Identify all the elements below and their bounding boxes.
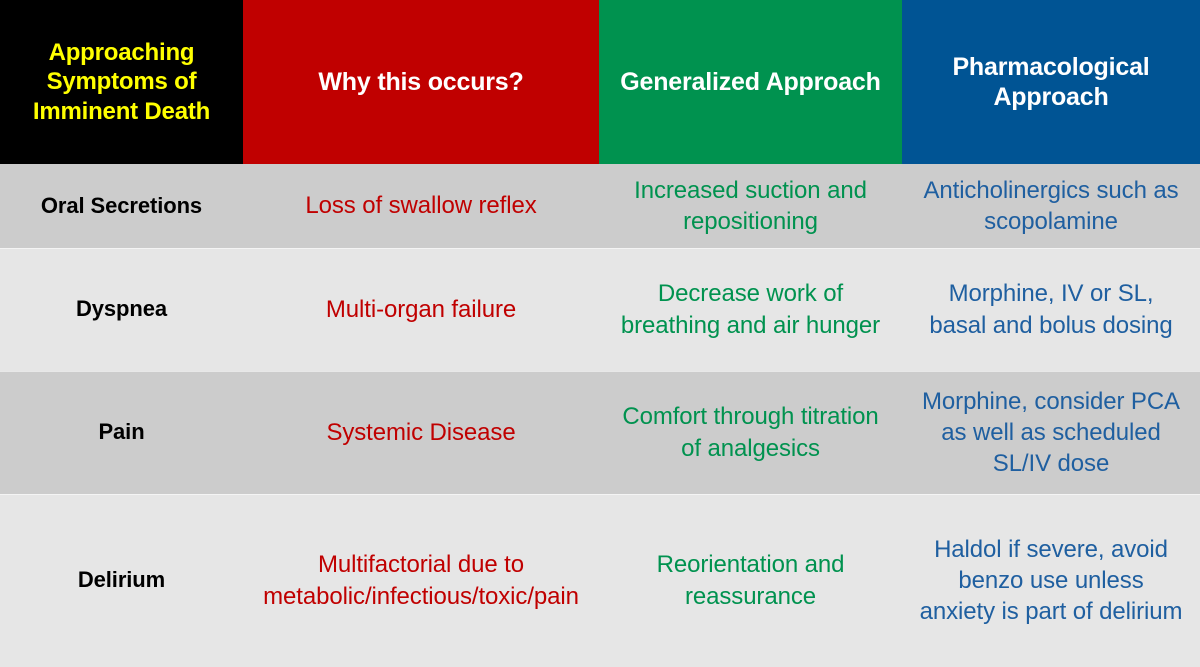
table-row: Oral Secretions Loss of swallow reflex I… — [0, 164, 1200, 248]
cell-generalized-approach: Reorientation and reassurance — [599, 494, 902, 667]
column-header-pharmacological-approach: Pharmacological Approach — [902, 0, 1200, 164]
cell-generalized-approach: Comfort through titration of analgesics — [599, 371, 902, 494]
table-body: Oral Secretions Loss of swallow reflex I… — [0, 164, 1200, 667]
cell-pharmacological-approach: Morphine, IV or SL, basal and bolus dosi… — [902, 248, 1200, 371]
cell-symptom: Dyspnea — [0, 248, 243, 371]
cell-symptom: Delirium — [0, 494, 243, 667]
cell-why: Loss of swallow reflex — [305, 192, 537, 220]
cell-symptom: Pain — [0, 371, 243, 494]
cell-symptom: Oral Secretions — [40, 192, 203, 218]
cell-why: Systemic Disease — [243, 371, 599, 494]
cell-pharmacological-approach: Anticholinergics such as scopolamine — [923, 176, 1179, 235]
table-header: Approaching Symptoms of Imminent Death W… — [0, 0, 1200, 164]
cell-why: Multifactorial due to metabolic/infectio… — [243, 494, 599, 667]
table-row: Delirium Multifactorial due to metabolic… — [0, 494, 1200, 667]
column-header-why: Why this occurs? — [243, 0, 599, 164]
cell-why: Multi-organ failure — [243, 248, 599, 371]
header-row: Approaching Symptoms of Imminent Death W… — [0, 0, 1200, 164]
cell-pharmacological-approach: Morphine, consider PCA as well as schedu… — [902, 371, 1200, 494]
cell-pharmacological-approach: Haldol if severe, avoid benzo use unless… — [902, 494, 1200, 667]
table-row: Pain Systemic Disease Comfort through ti… — [0, 371, 1200, 494]
table-row: Dyspnea Multi-organ failure Decrease wor… — [0, 248, 1200, 371]
cell-generalized-approach: Increased suction and repositioning — [634, 176, 867, 235]
column-header-symptom: Approaching Symptoms of Imminent Death — [0, 0, 243, 164]
cell-generalized-approach: Decrease work of breathing and air hunge… — [599, 248, 902, 371]
column-header-generalized-approach: Generalized Approach — [599, 0, 902, 164]
